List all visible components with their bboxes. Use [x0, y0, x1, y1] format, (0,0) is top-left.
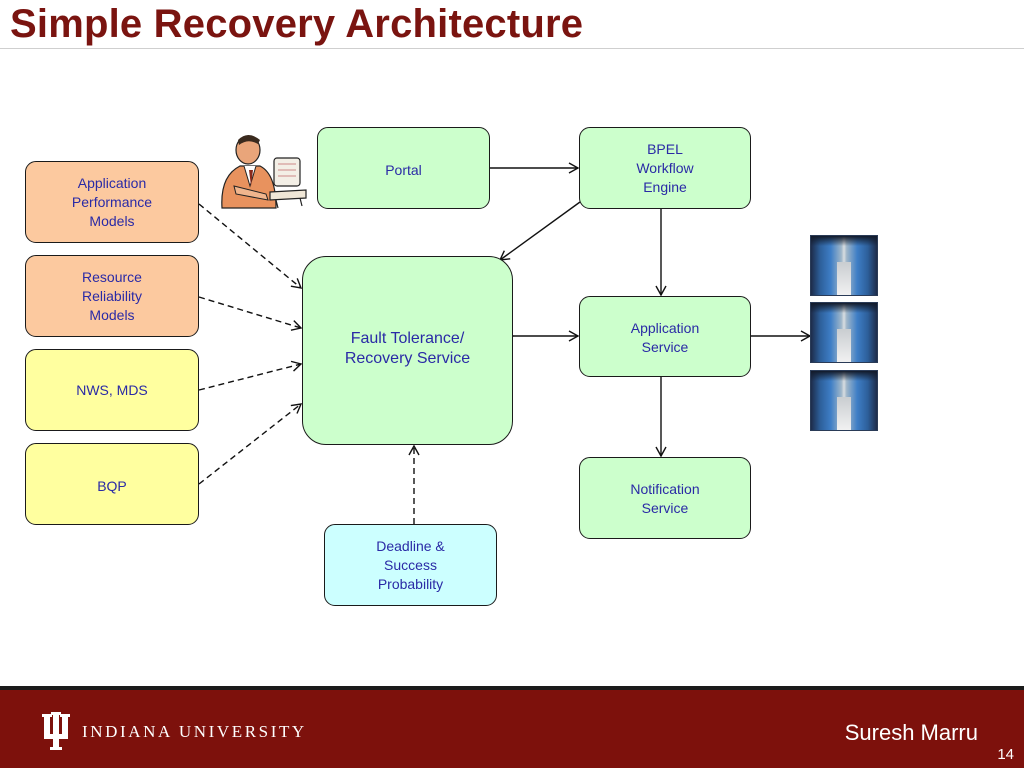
indiana-university-trident-logo — [42, 712, 70, 750]
node-application-performance-models: Application Performance Models — [25, 161, 199, 243]
edge-nws-mds-to-fault-tolerance — [198, 360, 303, 391]
university-name: INDIANA UNIVERSITY — [82, 722, 307, 741]
node-resource-reliability-models: Resource Reliability Models — [25, 255, 199, 337]
page-number: 14 — [997, 746, 1014, 763]
edge-bpel-to-fault-tolerance — [498, 201, 581, 261]
node-fault-tolerance-recovery-service: Fault Tolerance/ Recovery Service — [302, 256, 513, 445]
server-corridor-icon — [810, 370, 878, 431]
node-notification-service: Notification Service — [579, 457, 751, 539]
slide-title: Simple Recovery Architecture — [10, 2, 584, 46]
node-label: Deadline & Success Probability — [376, 538, 445, 592]
node-nws-mds: NWS, MDS — [25, 349, 199, 431]
node-label: Notification Service — [630, 481, 700, 516]
node-label: BPEL Workflow Engine — [636, 141, 694, 195]
title-divider — [0, 48, 1024, 49]
edge-app-perf-models-to-fault-tolerance — [198, 203, 303, 289]
server-corridor-icon — [810, 302, 878, 363]
edge-reliability-models-to-fault-tolerance — [198, 296, 303, 331]
author-name: Suresh Marru — [844, 720, 978, 745]
node-label: Portal — [385, 162, 422, 178]
edge-bqp-to-fault-tolerance — [198, 403, 303, 485]
node-label: Application Service — [630, 320, 700, 355]
node-label: Fault Tolerance/ Recovery Service — [344, 330, 471, 367]
node-label: NWS, MDS — [76, 382, 148, 398]
node-bqp: BQP — [25, 443, 199, 525]
server-corridor-icon — [810, 235, 878, 296]
node-bpel-workflow-engine: BPEL Workflow Engine — [579, 127, 751, 209]
node-label: Application Performance Models — [71, 175, 153, 229]
node-portal: Portal — [317, 127, 490, 209]
user-at-computer-icon — [221, 135, 307, 209]
node-label: BQP — [97, 478, 127, 494]
node-label: Resource Reliability Models — [82, 269, 142, 323]
node-application-service: Application Service — [579, 296, 751, 377]
slide-footer: INDIANA UNIVERSITY Suresh Marru 14 — [0, 686, 1024, 768]
node-deadline-success-probability: Deadline & Success Probability — [324, 524, 497, 606]
